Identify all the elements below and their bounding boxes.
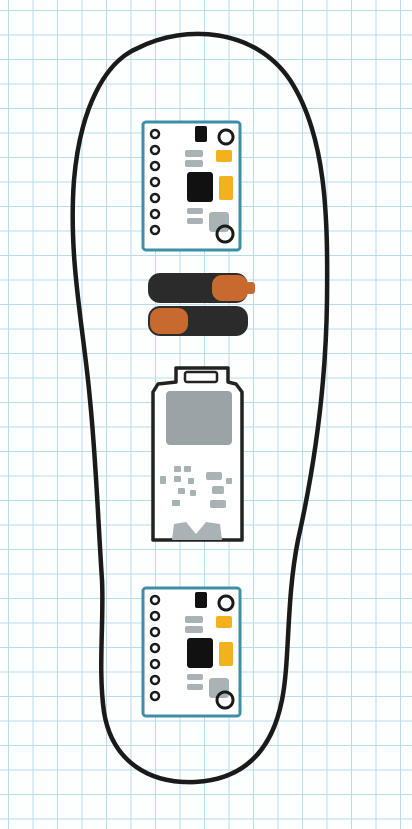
passive-component — [185, 160, 203, 167]
yellow-component — [216, 616, 232, 628]
sensor-ic — [187, 638, 213, 668]
passive-component — [185, 626, 203, 633]
small-component — [188, 478, 194, 484]
passive-component — [185, 150, 203, 157]
small-component — [206, 472, 222, 480]
yellow-capacitor — [219, 176, 233, 200]
small-component — [184, 466, 191, 472]
processor-chip — [166, 391, 232, 445]
small-component — [160, 476, 166, 484]
small-component — [190, 490, 196, 496]
battery-terminal — [150, 308, 188, 334]
passive-component — [185, 616, 203, 623]
battery-pack — [148, 273, 255, 336]
sensor-board-bottom — [143, 588, 240, 716]
controller-board — [153, 368, 242, 540]
passive-component — [187, 208, 203, 214]
battery-cell — [148, 273, 255, 303]
small-component — [210, 500, 226, 508]
passive-component — [187, 674, 203, 680]
passive-component — [187, 218, 203, 224]
yellow-component — [216, 150, 232, 162]
small-component — [174, 476, 181, 482]
battery-cap — [246, 282, 255, 294]
yellow-capacitor — [219, 642, 233, 666]
passive-component — [187, 684, 203, 690]
sensor-ic — [187, 172, 213, 202]
small-chip — [195, 126, 207, 142]
sensor-board-top — [143, 122, 240, 250]
small-chip — [195, 592, 207, 608]
small-component — [174, 466, 181, 472]
battery-terminal — [212, 275, 248, 301]
small-component — [212, 486, 224, 494]
small-component — [178, 488, 185, 494]
small-component — [226, 478, 232, 484]
small-component — [172, 500, 180, 506]
battery-cell — [148, 306, 248, 336]
